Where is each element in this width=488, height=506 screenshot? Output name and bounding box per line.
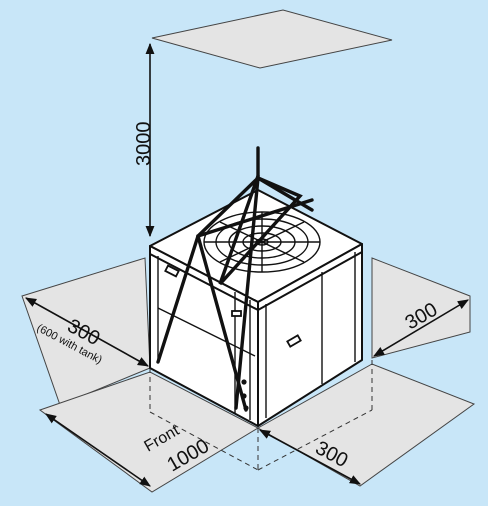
fan-grille xyxy=(203,211,321,273)
unit xyxy=(149,189,363,427)
dim-line-right xyxy=(373,299,469,357)
handle-front xyxy=(231,310,242,317)
dim-line-left xyxy=(25,297,149,367)
dim-line-front xyxy=(45,413,151,487)
lifting-slings xyxy=(156,146,314,412)
dim-line-front-right xyxy=(259,429,361,485)
handle-left xyxy=(164,264,180,278)
unit-handles xyxy=(164,264,302,348)
unit-top-lip-right xyxy=(257,243,363,311)
label-top-clearance: 3000 xyxy=(133,122,155,167)
top-clearance-plane xyxy=(151,9,393,69)
dimension-lines xyxy=(25,42,469,487)
handle-right xyxy=(286,334,302,348)
